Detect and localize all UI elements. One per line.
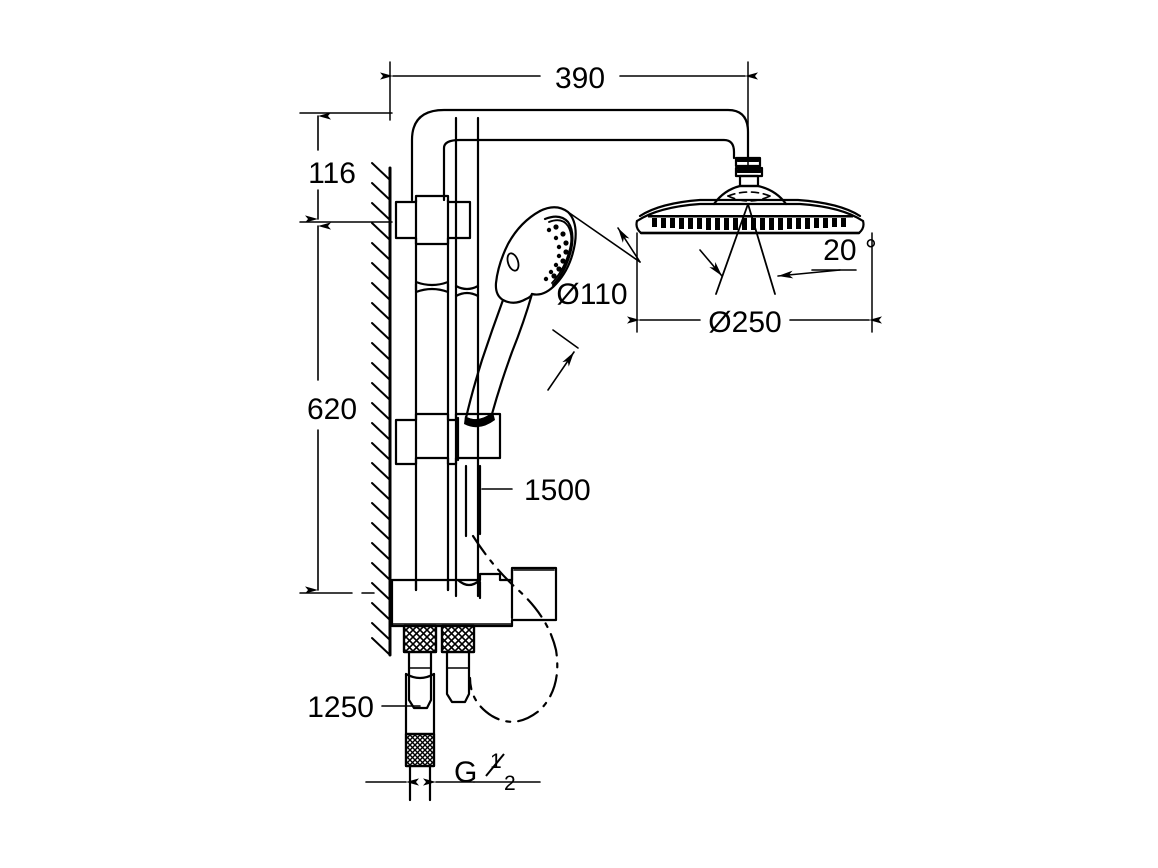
thread-denominator: 2 (504, 772, 516, 795)
riser-rail (394, 116, 502, 598)
dimension-label-arm-height: 116 (308, 157, 356, 190)
hand-shower (464, 206, 577, 428)
leader-hand-diameter-110 (547, 211, 641, 391)
dimension-riser-height-620 (299, 222, 375, 594)
dimension-label-head-diameter: Ø250 (708, 306, 781, 339)
thread-numerator: 1 (490, 750, 502, 773)
supply-connections (402, 624, 476, 710)
dimension-label-spray-angle: 20 ° (823, 234, 877, 267)
dimension-thread-g-half (365, 765, 541, 801)
nozzle-band (648, 215, 853, 218)
shower-head-nozzles (652, 218, 846, 230)
spray-cone-20deg (699, 203, 857, 295)
dimension-reach-390 (380, 61, 758, 169)
thread-letter: G (454, 756, 477, 789)
mixer-valve (390, 566, 558, 628)
dimension-label-hose-length: 1500 (524, 474, 591, 507)
hand-shower-nozzles (543, 224, 569, 282)
dimension-label-reach: 390 (555, 62, 605, 95)
dimension-label-hand-diameter: Ø110 (556, 278, 627, 311)
dimension-label-riser-height: 620 (307, 393, 357, 426)
shower-hose (464, 464, 559, 723)
shower-arm (410, 108, 764, 202)
dimension-head-diameter-250 (627, 232, 882, 333)
dimension-arm-height-116 (299, 112, 393, 223)
dimension-label-supply-length: 1250 (307, 691, 374, 724)
rain-shower-head (635, 174, 865, 235)
wall-section (371, 162, 392, 657)
dimension-label-thread: G 1 2 (454, 750, 516, 795)
